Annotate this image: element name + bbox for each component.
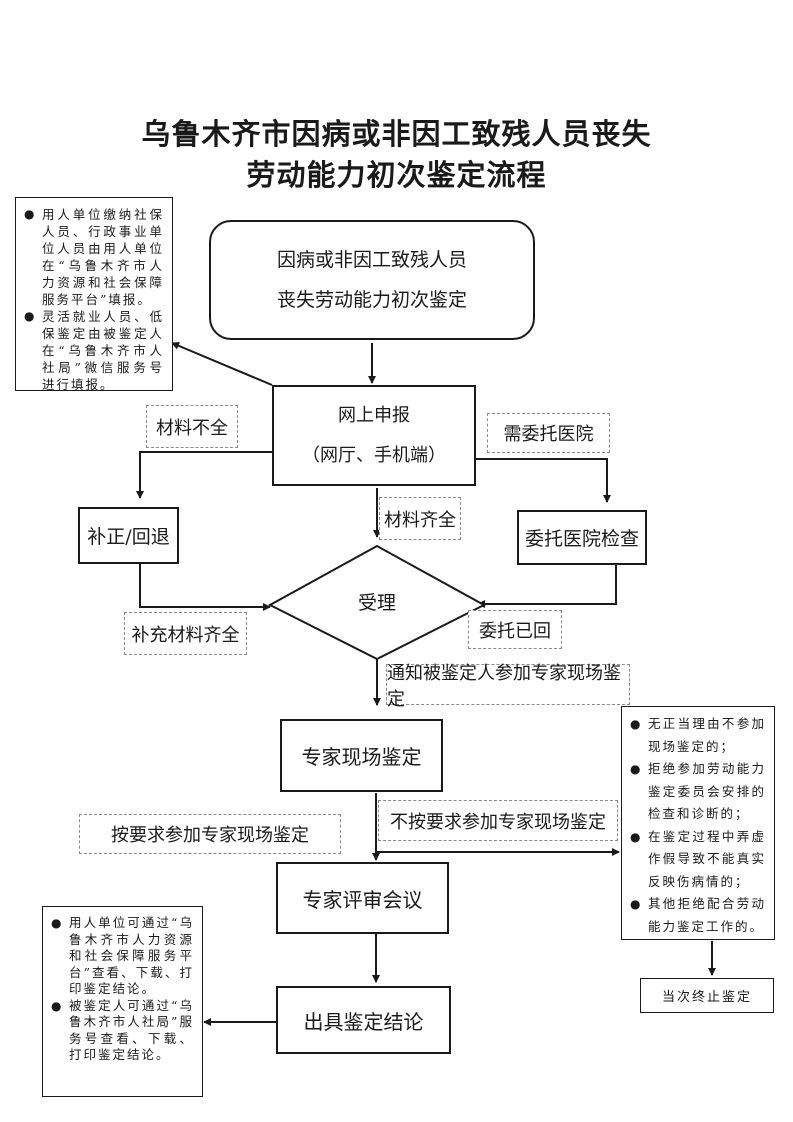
apply-channels-note: ●用人单位缴纳社保人员、行政事业单位人员由用人单位在“乌鲁木齐市人力资源和社会保… xyxy=(15,197,173,392)
bullet-icon: ● xyxy=(24,207,37,221)
label-supplement-complete: 补充材料齐全 xyxy=(124,612,247,655)
hospital-check-node: 委托医院检查 xyxy=(517,510,647,565)
termination-reasons-note: ●无正当理由不参加现场鉴定的； ●拒绝参加劳动能力鉴定委员会安排的检查和诊断的；… xyxy=(621,706,775,940)
online-apply-line2: （网厅、手机端） xyxy=(302,444,446,466)
label-materials-incomplete: 材料不全 xyxy=(146,405,238,448)
label-materials-complete: 材料齐全 xyxy=(379,497,461,540)
correct-return-node: 补正/回退 xyxy=(78,507,179,564)
accept-node-label: 受理 xyxy=(357,592,396,614)
arrow-apply-to-hospital xyxy=(476,458,611,503)
bullet-icon: ● xyxy=(630,762,643,776)
accept-diamond xyxy=(267,544,487,661)
label-notify-participate: 通知被鉴定人参加专家现场鉴定 xyxy=(386,663,630,710)
label-not-participate: 不按要求参加专家现场鉴定 xyxy=(378,800,618,841)
label-participate-as-required: 按要求参加专家现场鉴定 xyxy=(79,814,341,854)
label-hospital-returned: 委托已回 xyxy=(468,610,562,649)
page-title-line1: 乌鲁木齐市因病或非因工致残人员丧失 xyxy=(141,117,652,151)
arrow-apply-to-note xyxy=(171,342,273,386)
note-item: ●用人单位可通过“乌鲁木齐市人力资源和社会保障服务平台”查看、下载、打印鉴定结论… xyxy=(51,915,194,996)
note-item: ●无正当理由不参加现场鉴定的； xyxy=(630,713,766,758)
online-apply-line1: 网上申报 xyxy=(338,404,410,426)
note-item: ●其他拒绝配合劳动能力鉴定工作的。 xyxy=(630,893,766,938)
issue-conclusion-node: 出具鉴定结论 xyxy=(276,986,451,1054)
expert-review-node: 专家评审会议 xyxy=(276,862,449,934)
arrow-correct-to-accept xyxy=(139,563,271,611)
online-apply-node: 网上申报 （网厅、手机端） xyxy=(272,385,476,486)
page-title-line2: 劳动能力初次鉴定流程 xyxy=(246,158,547,192)
note-item: ●在鉴定过程中弄虚作假导致不能真实反映伤病情的； xyxy=(630,826,766,894)
note-item: ●拒绝参加劳动能力鉴定委员会安排的检查和诊断的； xyxy=(630,758,766,826)
bullet-icon: ● xyxy=(24,309,37,323)
start-node: 因病或非因工致残人员 丧失劳动能力初次鉴定 xyxy=(209,220,535,340)
bullet-icon: ● xyxy=(51,998,64,1013)
bullet-icon: ● xyxy=(630,829,643,844)
bullet-icon: ● xyxy=(51,916,64,930)
note-item: ●灵活就业人员、低保鉴定由被鉴定人在“乌鲁木齐市人社局”微信服务号进行填报。 xyxy=(24,309,164,392)
terminate-node: 当次终止鉴定 xyxy=(640,978,774,1013)
label-need-hospital: 需委托医院 xyxy=(487,413,610,453)
note-item: ●被鉴定人可通过“乌鲁木齐市人社局”服务号查看、下载、打印鉴定结论。 xyxy=(51,997,194,1063)
note-item: ●用人单位缴纳社保人员、行政事业单位人员由用人单位在“乌鲁木齐市人力资源和社会保… xyxy=(24,207,164,307)
result-access-note: ●用人单位可通过“乌鲁木齐市人力资源和社会保障服务平台”查看、下载、打印鉴定结论… xyxy=(42,906,203,1097)
expert-onsite-node: 专家现场鉴定 xyxy=(280,719,443,792)
start-node-line2: 丧失劳动能力初次鉴定 xyxy=(276,289,467,311)
arrow-apply-to-correct xyxy=(136,451,272,499)
bullet-icon: ● xyxy=(630,897,643,911)
bullet-icon: ● xyxy=(630,717,643,731)
arrow-hospital-to-accept xyxy=(477,565,617,608)
start-node-line1: 因病或非因工致残人员 xyxy=(276,249,467,271)
